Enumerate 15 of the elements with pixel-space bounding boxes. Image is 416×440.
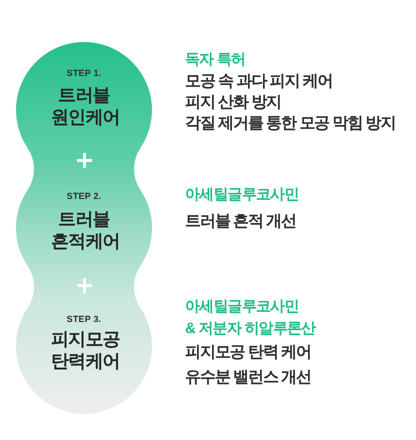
step-title: 트러블 원인케어 bbox=[51, 84, 117, 128]
benefit-text: 유수분 밸런스 개선 bbox=[185, 368, 311, 388]
benefit-text: 피지 산화 방지 bbox=[185, 93, 282, 113]
step-title: 트러블 흔적케어 bbox=[51, 208, 117, 252]
step-title: 피지모공 탄력케어 bbox=[51, 328, 117, 372]
benefit-text: 트러블 흔적 개선 bbox=[185, 212, 296, 232]
step-label: STEP 1. bbox=[66, 68, 102, 78]
benefit-text: 각질 제거를 통한 모공 막힘 방지 bbox=[185, 114, 396, 134]
benefit-text: 피지모공 탄력 케어 bbox=[185, 343, 311, 363]
highlight-heading: 아세틸글루코사민 bbox=[185, 185, 299, 205]
step-label: STEP 2. bbox=[66, 191, 102, 201]
benefit-text: 모공 속 과다 피지 케어 bbox=[185, 72, 332, 92]
highlight-heading: 아세틸글루코사민 & 저분자 히알루론산 bbox=[185, 297, 316, 339]
highlight-heading: 독자 특허 bbox=[185, 50, 246, 70]
step-label: STEP 3. bbox=[66, 314, 102, 324]
